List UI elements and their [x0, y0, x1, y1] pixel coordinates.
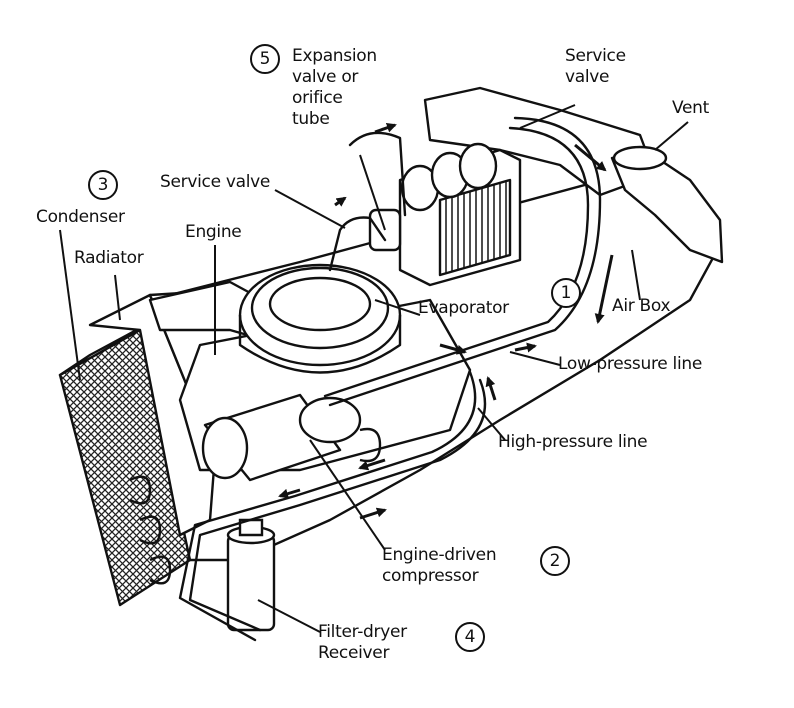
compressor	[201, 393, 382, 482]
air-box-label: Air Box	[612, 296, 671, 316]
service-valve-left-label: Service valve	[160, 172, 271, 192]
compressor-label: Engine-driven compressor	[382, 545, 497, 587]
compressor-label-line1: Engine-driven	[382, 545, 497, 565]
filter-dryer-label: Filter-dryer Receiver	[318, 622, 407, 664]
low-pressure-line-label: Low-pressure line	[558, 354, 703, 374]
high-pressure-line-label: High-pressure line	[498, 432, 648, 452]
expansion-valve-label-line2: valve or	[292, 67, 359, 87]
expansion-valve-label-line3: orifice	[292, 88, 343, 108]
evaporator	[368, 142, 522, 287]
service-valve-top-label: Service valve	[565, 46, 626, 88]
evaporator-label: Evaporator	[418, 298, 509, 318]
filter-dryer-label-line2: Receiver	[318, 643, 390, 663]
receiver-dryer	[226, 518, 276, 632]
callout-5: 5	[250, 44, 280, 74]
callout-2: 2	[540, 546, 570, 576]
callout-1: 1	[551, 278, 581, 308]
callout-3: 3	[88, 170, 118, 200]
radiator-label: Radiator	[74, 248, 144, 268]
expansion-valve-label-line1: Expansion	[292, 46, 377, 66]
leader-lines	[59, 104, 689, 633]
service-valve-top-line1: Service	[565, 46, 626, 66]
condenser-label: Condenser	[36, 207, 125, 227]
callout-4: 4	[455, 622, 485, 652]
flow-arrows	[278, 122, 614, 520]
engine-label: Engine	[185, 222, 242, 242]
compressor-label-line2: compressor	[382, 566, 479, 586]
expansion-valve-label: Expansion valve or orifice tube	[292, 46, 377, 130]
vent-label: Vent	[672, 98, 710, 118]
filter-dryer-label-line1: Filter-dryer	[318, 622, 407, 642]
expansion-valve-label-line4: tube	[292, 109, 330, 129]
service-valve-top-line2: valve	[565, 67, 610, 87]
